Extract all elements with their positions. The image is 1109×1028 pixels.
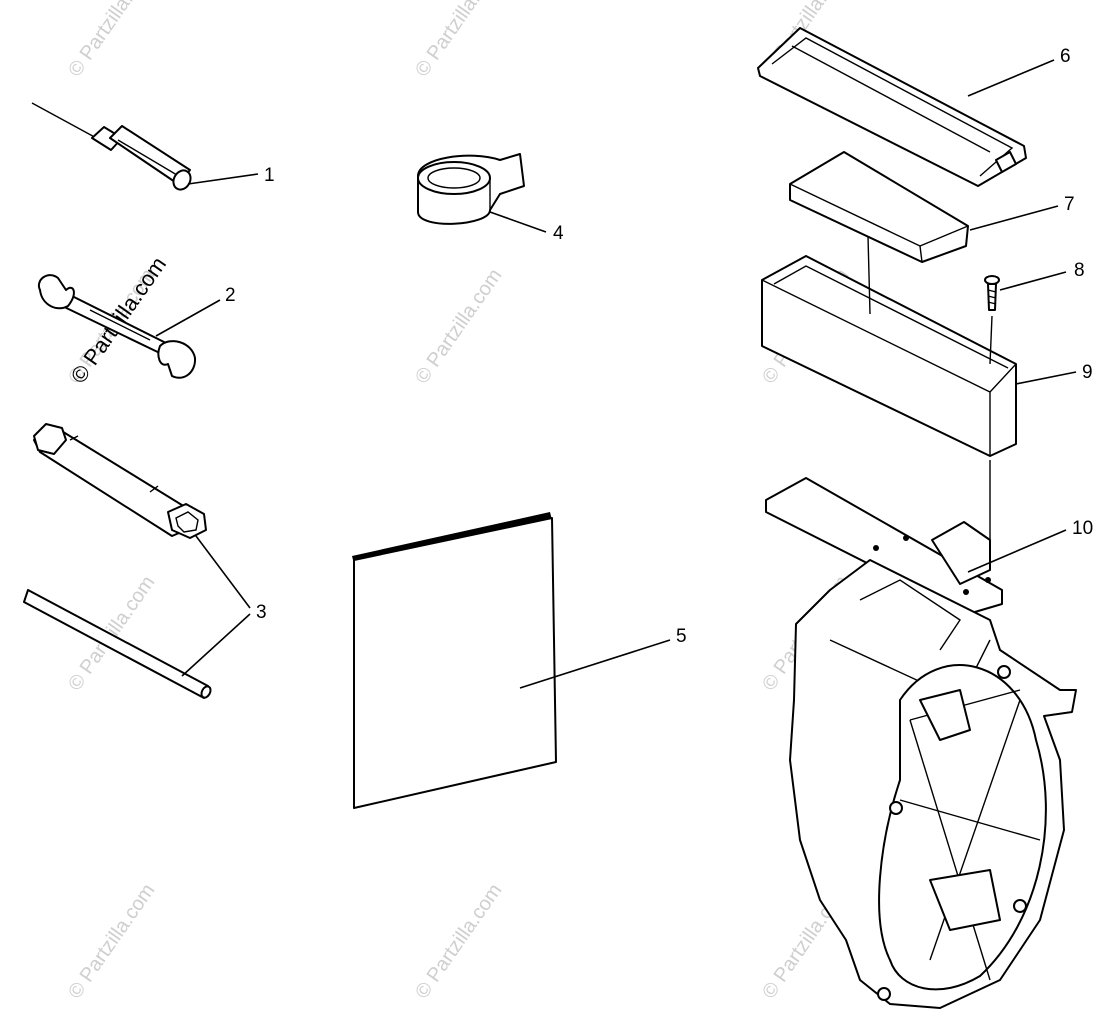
callout-2: 2 [225, 285, 236, 306]
callout-7: 7 [1064, 194, 1075, 215]
part-3-tommy-bar [23, 589, 212, 699]
leader-lines [155, 59, 1077, 689]
callout-4: 4 [553, 223, 564, 244]
part-9-box [761, 235, 1017, 457]
callout-9: 9 [1082, 362, 1093, 383]
watermarks: © Partzilla.com © Partzilla.com © Partzi… [64, 0, 853, 1003]
watermark: © Partzilla.com [411, 880, 506, 1003]
leader-line-8 [999, 271, 1067, 291]
watermark: © Partzilla.com [64, 0, 159, 81]
callouts: 1 2 3 4 5 6 7 8 9 10 [225, 46, 1093, 647]
part-2-wrench [37, 274, 197, 379]
leader-line-7 [969, 205, 1059, 231]
leader-line-9 [1015, 371, 1077, 385]
watermark: © Partzilla.com [411, 265, 506, 388]
watermark: © Partzilla.com [64, 880, 159, 1003]
watermark: © Partzilla.com [64, 572, 159, 695]
part-3-socket-wrench [33, 423, 207, 539]
part-6-box-lid [757, 27, 1027, 187]
part-4-tape-roll [417, 153, 525, 225]
leader-line-6 [967, 59, 1055, 97]
leader-line-4 [489, 211, 547, 233]
callout-6: 6 [1060, 46, 1071, 67]
callout-5: 5 [676, 626, 687, 647]
leader-line-2 [155, 299, 221, 337]
part-5-manual [352, 512, 557, 809]
callout-10: 10 [1072, 518, 1093, 539]
part-8-screw [984, 275, 1000, 311]
leader-line-5 [519, 639, 671, 689]
part-10-housing [789, 559, 1077, 1009]
part-7-foam-pad [789, 151, 969, 263]
callout-1: 1 [264, 165, 275, 186]
leader-line-3b [181, 613, 251, 677]
part-1-screwdriver [31, 102, 192, 191]
callout-8: 8 [1074, 260, 1085, 281]
callout-3: 3 [256, 602, 267, 623]
leader-line-10 [967, 529, 1067, 573]
leader-line-1 [187, 173, 259, 185]
watermark: © Partzilla.com [411, 0, 506, 81]
leader-line-3a [195, 535, 251, 609]
